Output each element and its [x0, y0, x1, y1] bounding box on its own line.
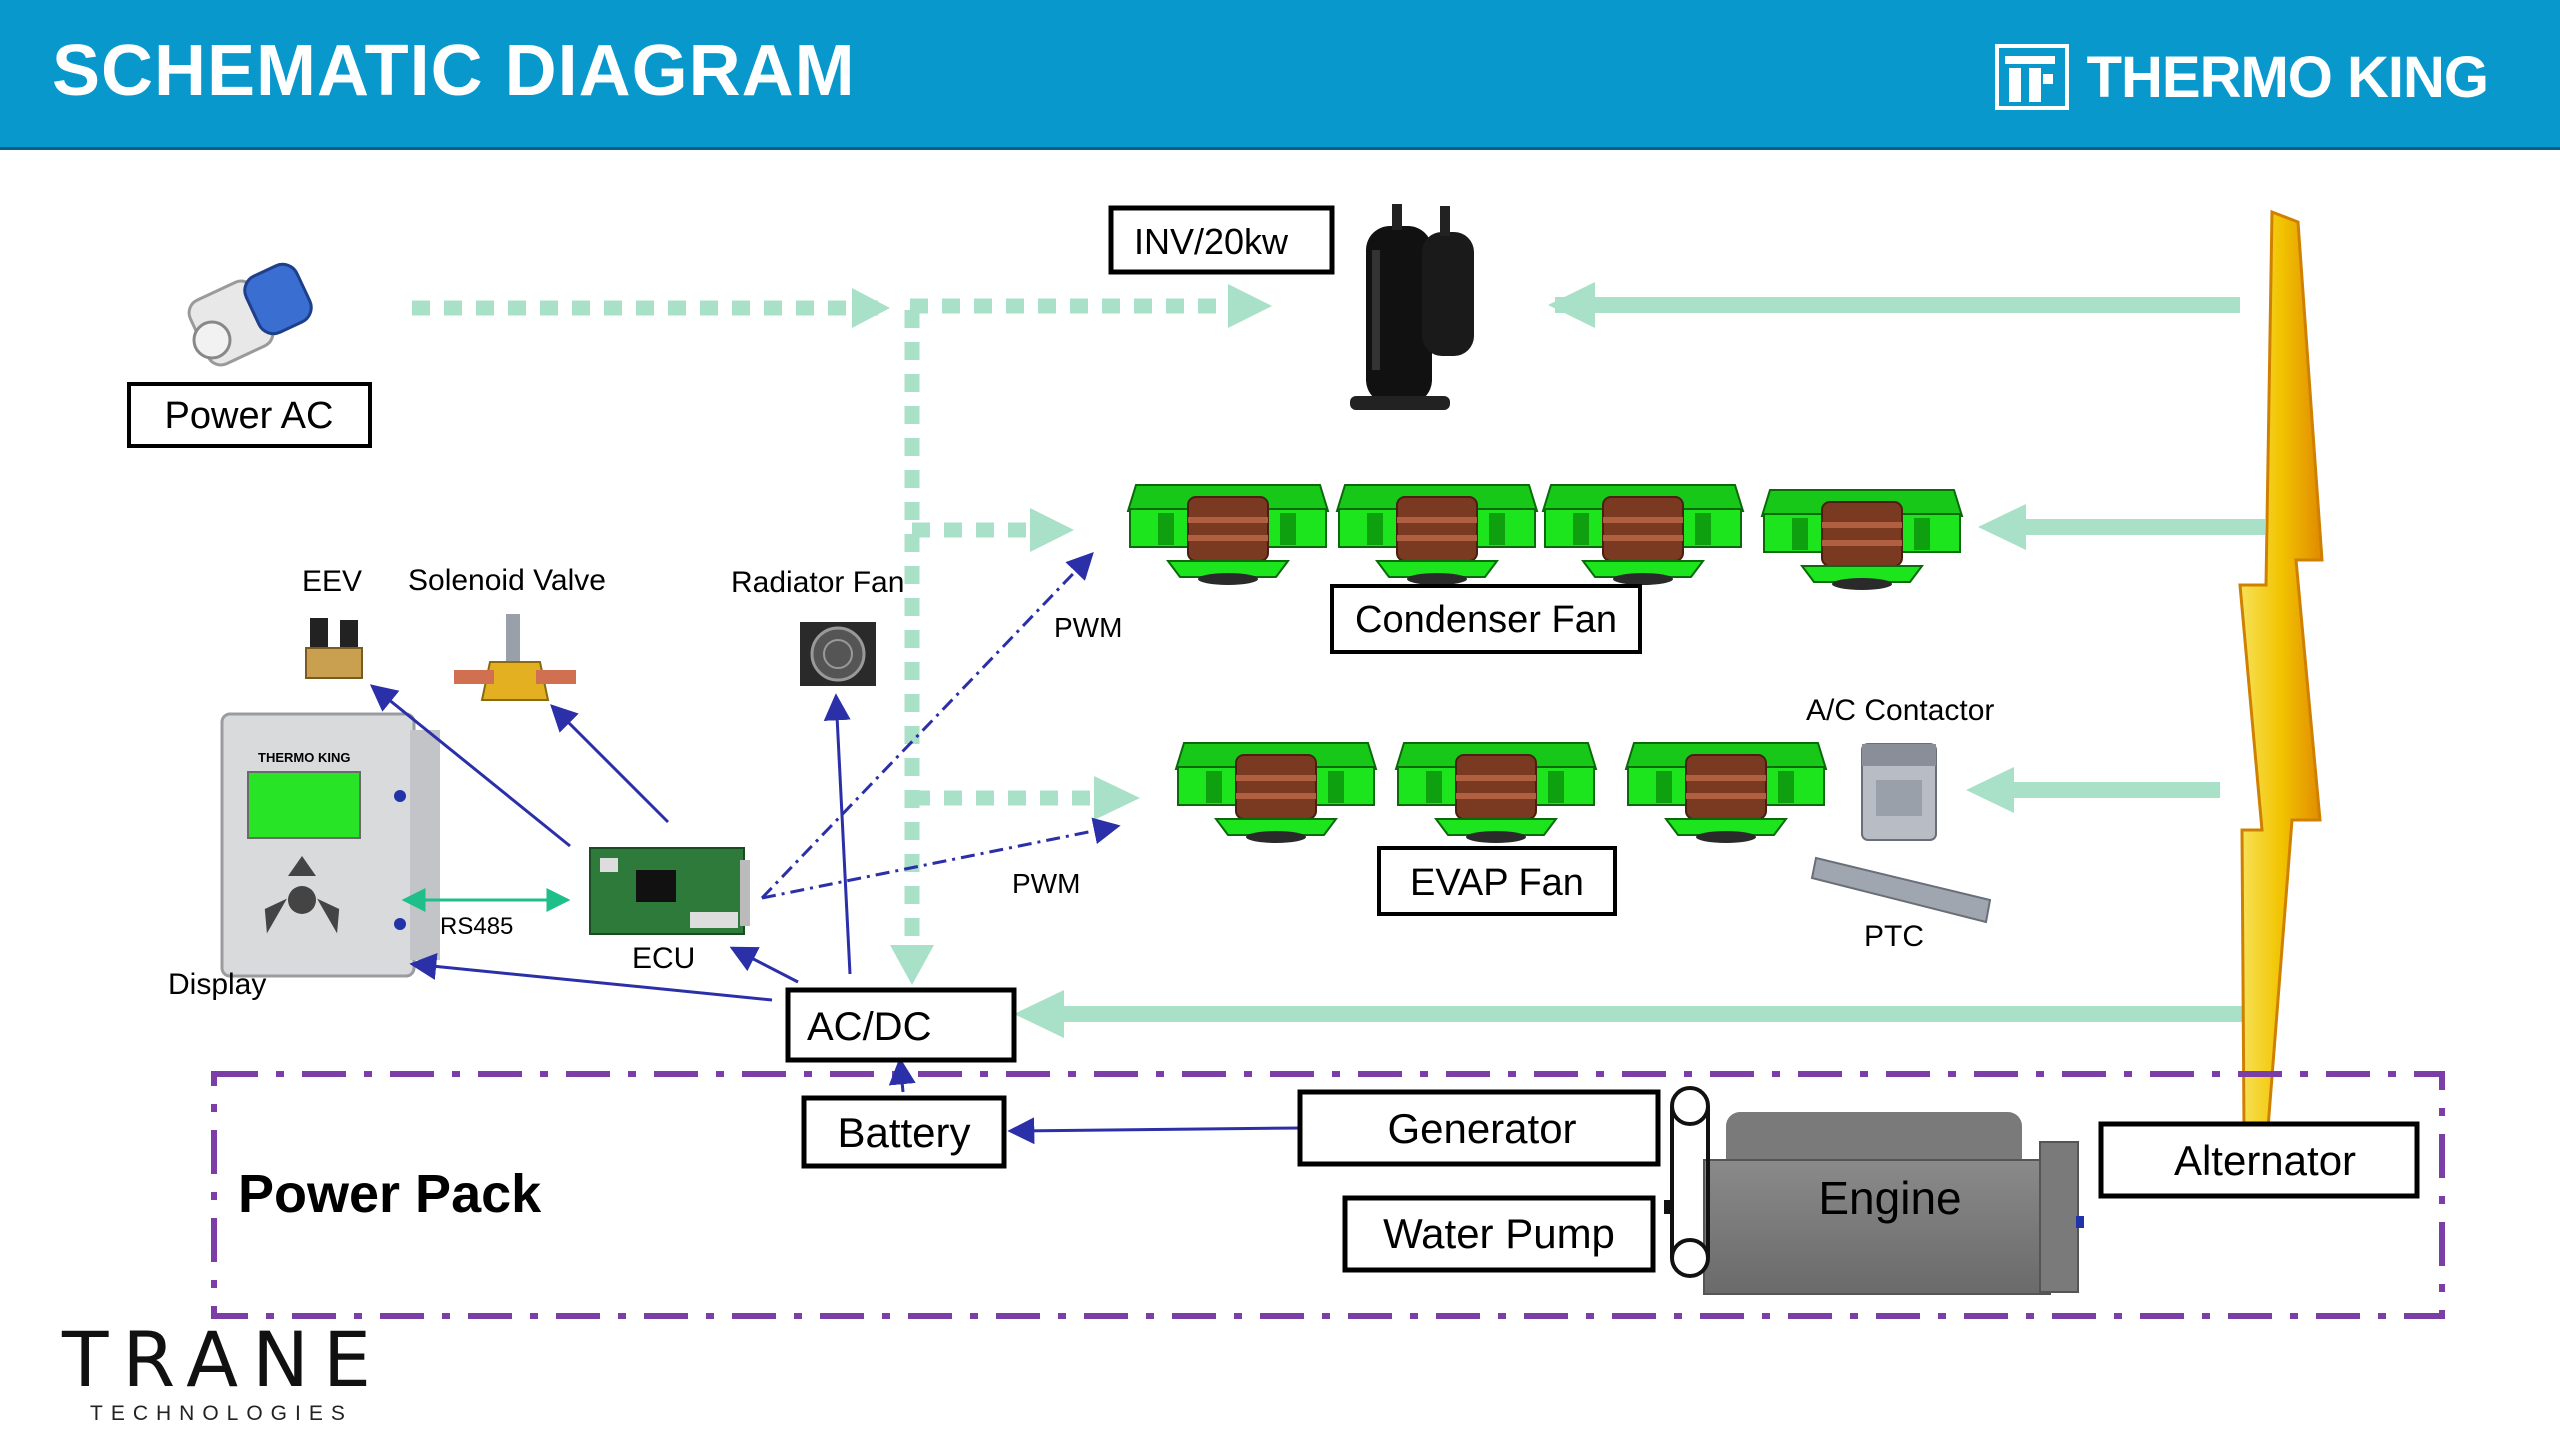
- alternator-label: Alternator: [2174, 1137, 2356, 1184]
- battery-to-acdc-line: [888, 1057, 916, 1093]
- evap-fan-box: [1377, 846, 1617, 916]
- pwm-label-condenser: PWM: [1054, 612, 1122, 643]
- battery-label: Battery: [837, 1109, 970, 1156]
- signal-lines: [369, 552, 1301, 1145]
- display-screen: [247, 771, 361, 839]
- eev-valve-icon: [305, 618, 363, 679]
- condenser-fan-icon: [1542, 484, 1744, 586]
- page-title: SCHEMATIC DIAGRAM: [52, 31, 856, 111]
- condenser-fan-label: Condenser Fan: [1355, 599, 1617, 641]
- arrowhead-icon: [890, 945, 934, 985]
- generator-label: Generator: [1387, 1105, 1576, 1152]
- alternator-box: [2098, 1121, 2420, 1199]
- ac-contactor-icon: [1861, 743, 1937, 841]
- generator-to-battery-line: [1007, 1117, 1301, 1145]
- display-unit: THERMO KING: [220, 712, 440, 978]
- radiator-fan-icon: [800, 622, 876, 686]
- condenser-fan-icon: [1336, 484, 1538, 586]
- trane-subtitle: TECHNOLOGIES: [90, 1402, 353, 1425]
- pwm-condenser-line: [760, 552, 1094, 900]
- compressor-icon: [1350, 204, 1474, 410]
- right-button-icon: [317, 898, 340, 934]
- arrowhead-icon: [1978, 504, 2026, 550]
- condenser-fan-icon: [1761, 489, 1963, 591]
- brand-name: THERMO KING: [2086, 44, 2489, 110]
- rs485-label: RS485: [440, 913, 513, 940]
- arrowhead-icon: [1966, 767, 2014, 813]
- power-pack-boundary: [211, 1071, 2445, 1319]
- ecu-board-icon: [589, 847, 750, 935]
- thermo-king-logo-icon: [1994, 44, 2069, 110]
- solenoid-valve-icon: [454, 614, 576, 701]
- condenser-fans: [1127, 484, 1963, 591]
- water-pump-box: [1342, 1195, 1656, 1273]
- generator-box: [1297, 1089, 1661, 1167]
- pwm-label-evap: PWM: [1012, 868, 1080, 899]
- evap-fans: [1175, 742, 1827, 844]
- arrowhead-icon: [1228, 284, 1272, 328]
- trane-wordmark: TRANE: [62, 1315, 386, 1404]
- evap-fan-label: EVAP Fan: [1410, 862, 1584, 904]
- power-ac-box: [127, 382, 372, 448]
- eev-label: EEV: [302, 565, 362, 598]
- engine-assembly: [1664, 1086, 2084, 1295]
- ptc-label: PTC: [1864, 920, 1924, 953]
- ecu-label: ECU: [632, 942, 695, 975]
- power-button-icon: [288, 886, 316, 914]
- arrowhead-icon: [1548, 282, 1595, 328]
- acdc-to-display-line: [409, 952, 773, 1002]
- evap-fan-icon: [1175, 742, 1377, 844]
- ac-contactor-label: A/C Contactor: [1806, 694, 1994, 727]
- power-ac-label: Power AC: [165, 395, 334, 437]
- water-pump-label: Water Pump: [1383, 1210, 1615, 1257]
- pwm-evap-line: [761, 817, 1121, 900]
- engine-label: Engine: [1818, 1172, 1961, 1224]
- power-lines: [412, 282, 2265, 1038]
- arrowhead-icon: [852, 288, 890, 328]
- thermo-king-brand: THERMO KING: [1994, 42, 2489, 112]
- display-label: Display: [168, 968, 266, 1001]
- ecu-to-solenoid-line: [550, 704, 670, 824]
- up-button-icon: [288, 856, 316, 876]
- condenser-fan-icon: [1127, 484, 1329, 586]
- evap-fan-icon: [1395, 742, 1597, 844]
- evap-fan-icon: [1625, 742, 1827, 844]
- arrowhead-icon: [1030, 508, 1074, 552]
- ecu-to-eev-line: [369, 684, 571, 848]
- ptc-heater-icon: [1810, 856, 1992, 924]
- inverter-label: INV/20kw: [1134, 221, 1289, 262]
- acdc-label: AC/DC: [807, 1005, 931, 1049]
- trane-logo: TRANE TECHNOLOGIES: [62, 1315, 386, 1426]
- power-ac-connector-icon: [187, 262, 313, 367]
- arrowhead-icon: [1014, 990, 1064, 1038]
- header-bar: SCHEMATIC DIAGRAM THERMO KING: [0, 0, 2560, 150]
- power-pack-label: Power Pack: [238, 1164, 542, 1224]
- arrowhead-icon: [1094, 776, 1140, 820]
- acdc-to-ecu-line: [729, 946, 799, 984]
- solenoid-valve-label: Solenoid Valve: [408, 564, 606, 597]
- lightning-bolt-icon: [2238, 209, 2324, 1130]
- radiator-fan-label: Radiator Fan: [731, 566, 904, 599]
- battery-box: [801, 1095, 1007, 1169]
- display-brand-text: THERMO KING: [258, 750, 350, 765]
- left-button-icon: [264, 898, 287, 934]
- acdc-box: [785, 987, 1017, 1063]
- condenser-fan-box: [1330, 584, 1642, 654]
- acdc-to-radiator-line: [823, 693, 852, 975]
- inverter-box: [1108, 205, 1335, 275]
